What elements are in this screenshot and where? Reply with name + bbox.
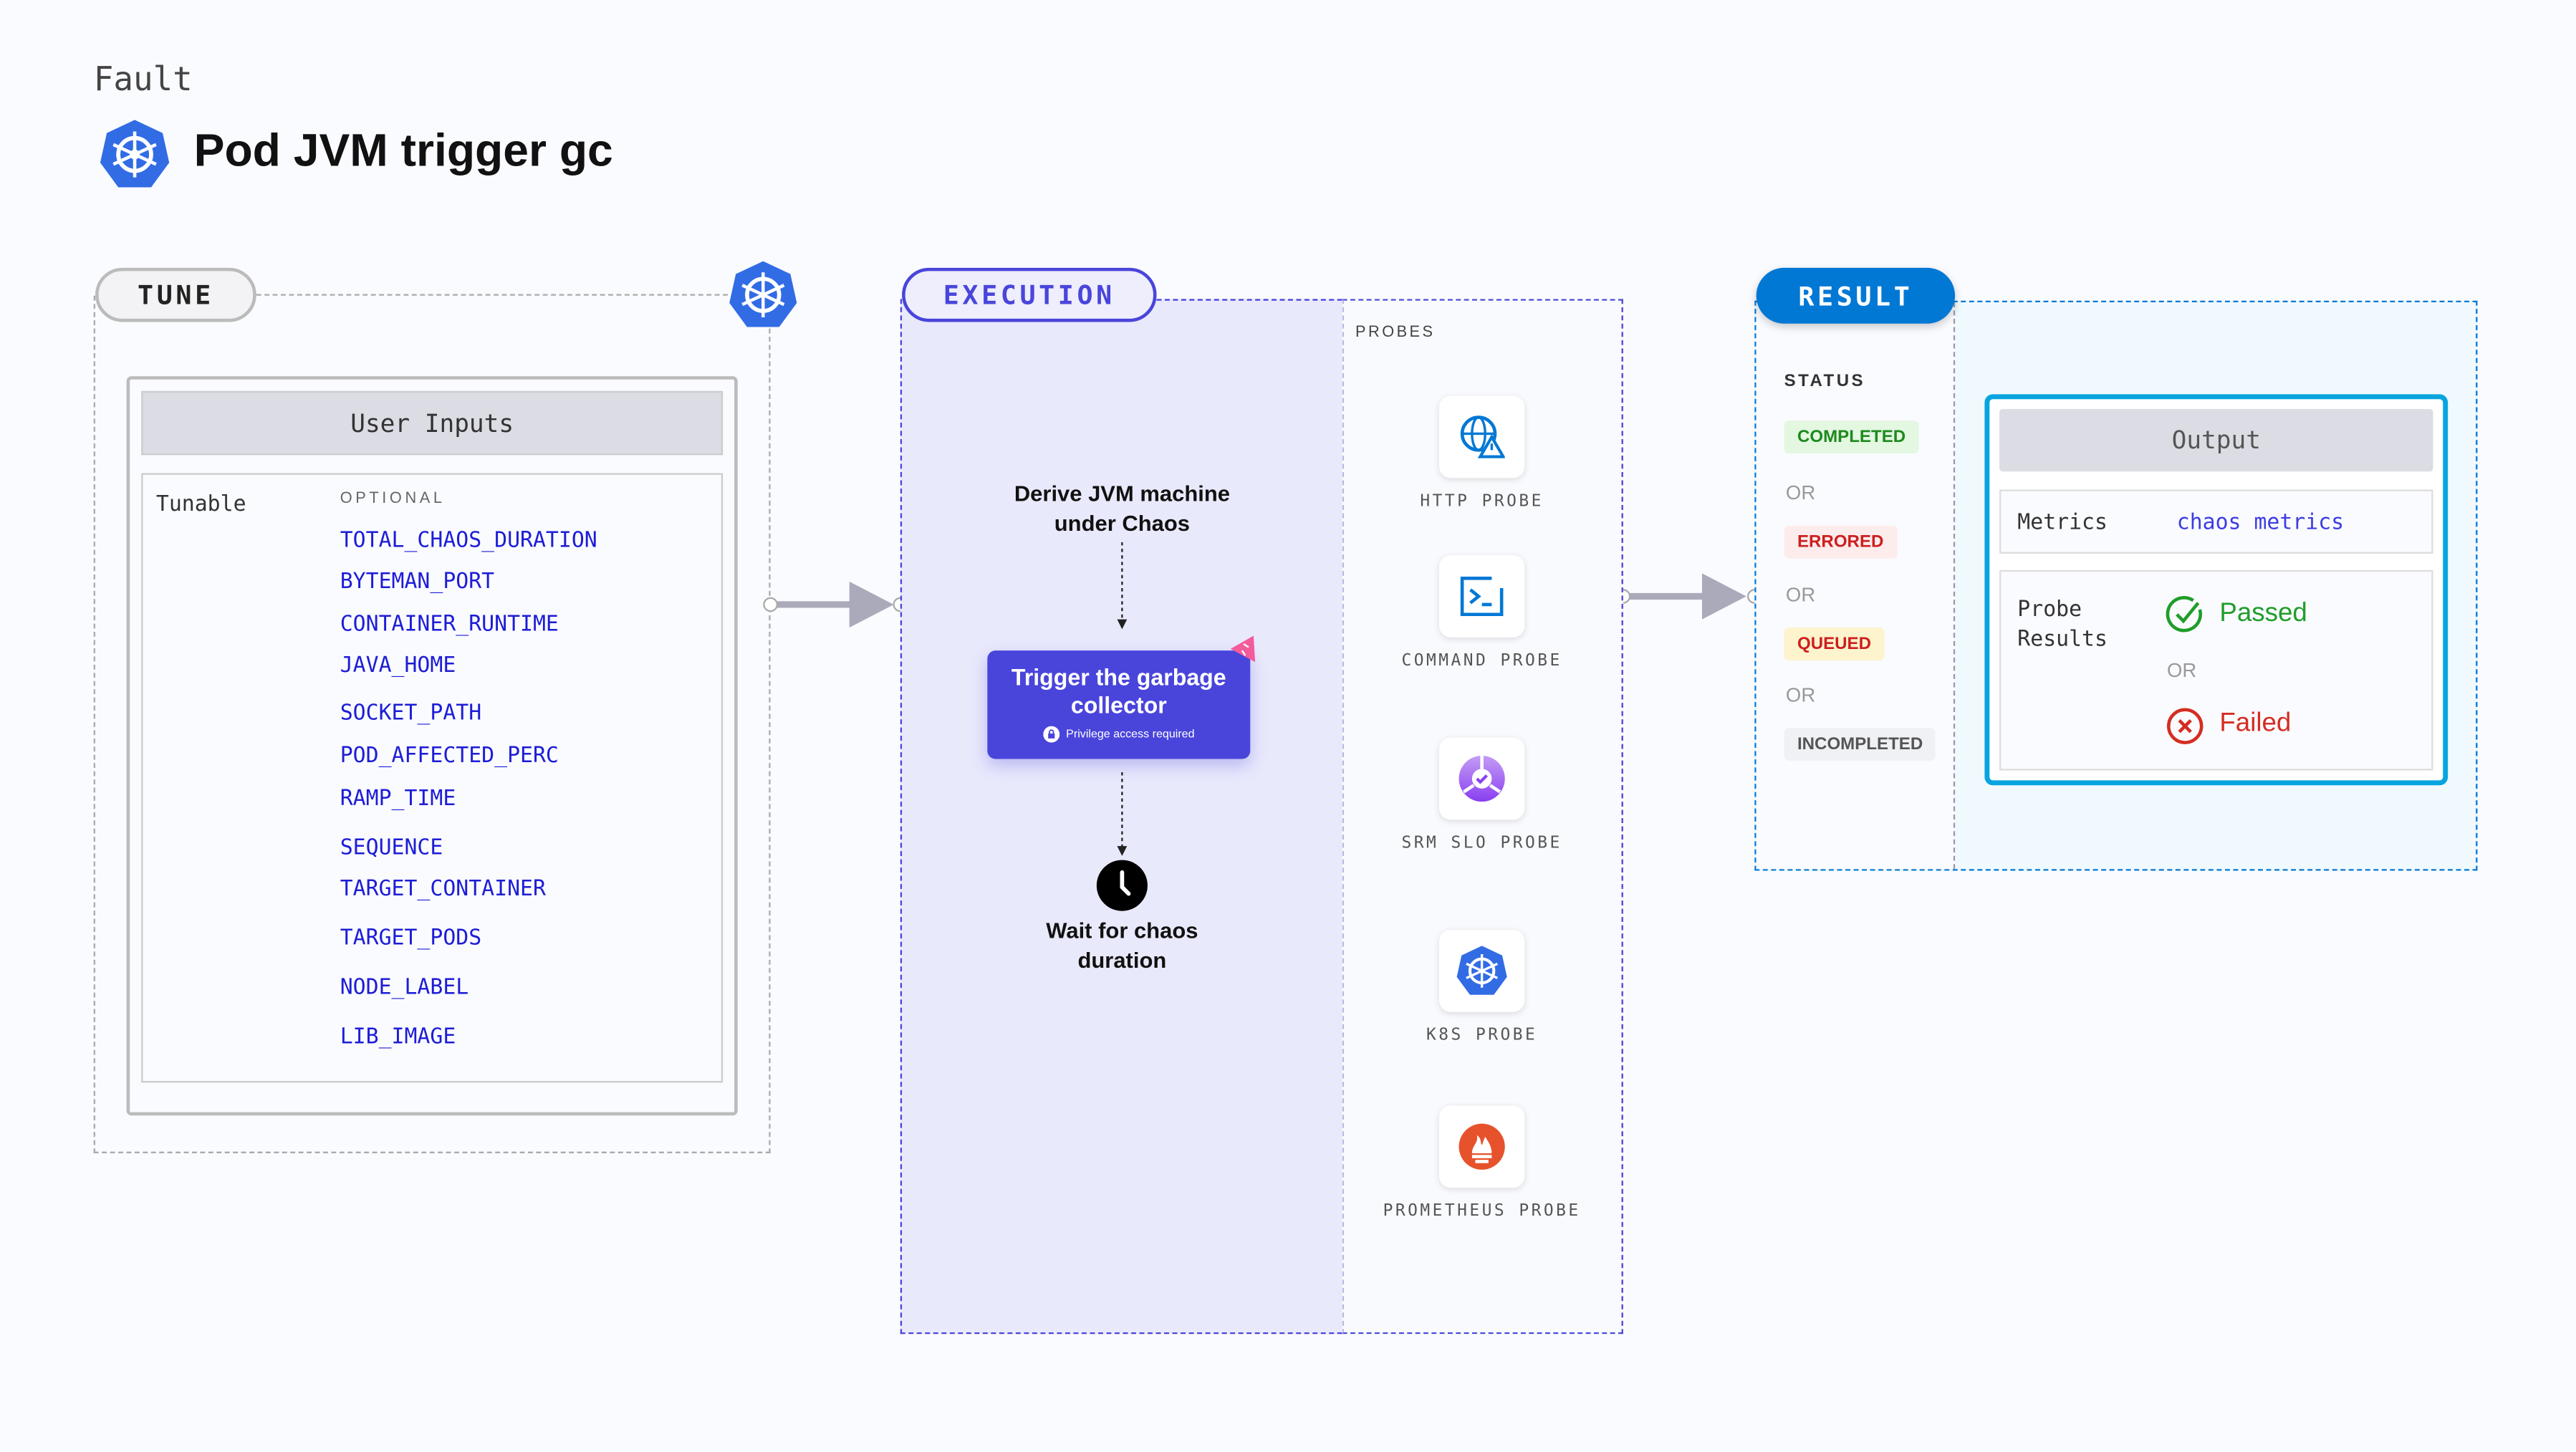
status-label: STATUS bbox=[1784, 371, 1866, 391]
tunable-label: Tunable bbox=[155, 493, 246, 518]
output-header: Output bbox=[1999, 409, 2433, 472]
tunable-box bbox=[141, 473, 724, 1083]
privilege-note: Privilege access required bbox=[1066, 729, 1195, 741]
execution-top-border bbox=[1156, 299, 1342, 301]
metrics-label: Metrics bbox=[2017, 511, 2108, 536]
dotted-connector bbox=[1117, 771, 1128, 856]
arrow-tune-to-execution bbox=[763, 581, 908, 628]
srm-slo-probe-label: SRM SLO PROBE bbox=[1401, 835, 1562, 853]
srm-slo-icon bbox=[1458, 755, 1505, 802]
param-item: BYTEMAN_PORT bbox=[340, 569, 495, 595]
probe-results-label: Probe Results bbox=[2017, 597, 2108, 653]
or-label: OR bbox=[1785, 481, 1816, 505]
command-probe-label: COMMAND PROBE bbox=[1401, 652, 1562, 670]
probe-results-row: Probe Results Passed OR Failed bbox=[1999, 569, 2433, 771]
param-item: CONTAINER_RUNTIME bbox=[340, 612, 559, 638]
status-badge-errored: ERRORED bbox=[1784, 525, 1897, 559]
tune-section bbox=[93, 295, 771, 1153]
param-item: TARGET_PODS bbox=[340, 926, 482, 951]
prometheus-probe-label: PROMETHEUS PROBE bbox=[1383, 1202, 1581, 1221]
category-label: Fault bbox=[93, 59, 193, 99]
param-item: RAMP_TIME bbox=[340, 787, 456, 812]
terminal-icon bbox=[1460, 576, 1504, 617]
kubernetes-logo-icon bbox=[100, 120, 170, 188]
http-probe-card[interactable] bbox=[1439, 395, 1525, 479]
param-item: SEQUENCE bbox=[340, 836, 443, 861]
step-wait-duration: Wait for chaos duration bbox=[1046, 918, 1198, 973]
or-label: OR bbox=[2166, 658, 2197, 682]
k8s-probe-card[interactable] bbox=[1439, 930, 1525, 1012]
prometheus-icon bbox=[1458, 1123, 1505, 1170]
step-trigger-gc-title: Trigger the garbage collector bbox=[1011, 663, 1226, 718]
or-label: OR bbox=[1785, 583, 1816, 607]
globe-warning-icon bbox=[1460, 415, 1505, 458]
metrics-value[interactable]: chaos metrics bbox=[2176, 511, 2345, 536]
prometheus-probe-card[interactable] bbox=[1439, 1105, 1525, 1188]
user-inputs-header: User Inputs bbox=[141, 390, 724, 456]
execution-steps-area bbox=[900, 299, 1342, 1335]
param-item: LIB_IMAGE bbox=[340, 1025, 456, 1050]
failed-label: Failed bbox=[2219, 709, 2292, 738]
http-probe-label: HTTP PROBE bbox=[1420, 493, 1544, 511]
user-inputs-panel bbox=[126, 376, 738, 1116]
srm-slo-probe-card[interactable] bbox=[1439, 737, 1525, 820]
probes-label: PROBES bbox=[1355, 323, 1436, 342]
param-item: TOTAL_CHAOS_DURATION bbox=[340, 529, 597, 554]
chaos-fault-icon bbox=[1230, 635, 1256, 663]
result-pill: RESULT bbox=[1756, 267, 1956, 324]
k8s-probe-label: K8S PROBE bbox=[1426, 1027, 1538, 1045]
param-item: JAVA_HOME bbox=[340, 653, 456, 679]
or-label: OR bbox=[1785, 683, 1816, 707]
dotted-connector bbox=[1117, 542, 1128, 630]
execution-pill: EXECUTION bbox=[902, 267, 1157, 322]
passed-label: Passed bbox=[2219, 600, 2307, 628]
param-item: TARGET_CONTAINER bbox=[340, 877, 546, 903]
lock-icon bbox=[1043, 726, 1059, 743]
step-trigger-gc-card: Trigger the garbage collector Privilege … bbox=[987, 650, 1251, 759]
status-badge-incompleted: INCOMPLETED bbox=[1784, 727, 1936, 761]
kubernetes-icon bbox=[1456, 946, 1507, 995]
clock-icon bbox=[1096, 860, 1148, 911]
step-derive-jvm: Derive JVM machine under Chaos bbox=[1014, 481, 1230, 536]
tune-top-border bbox=[256, 294, 728, 296]
param-item: SOCKET_PATH bbox=[340, 701, 482, 726]
status-badge-completed: COMPLETED bbox=[1784, 420, 1919, 453]
arrow-execution-to-result bbox=[1615, 573, 1762, 620]
status-column bbox=[1756, 302, 1956, 870]
check-circle-icon bbox=[2166, 596, 2203, 633]
page-title: Pod JVM trigger gc bbox=[193, 125, 613, 176]
optional-label: OPTIONAL bbox=[340, 489, 446, 508]
metrics-row: Metrics chaos metrics bbox=[1999, 489, 2433, 554]
command-probe-card[interactable] bbox=[1439, 555, 1525, 638]
status-badge-queued: QUEUED bbox=[1784, 628, 1885, 660]
x-circle-icon bbox=[2166, 708, 2203, 744]
kubernetes-icon bbox=[729, 261, 797, 327]
param-item: NODE_LABEL bbox=[340, 976, 469, 1001]
param-item: POD_AFFECTED_PERC bbox=[340, 744, 559, 769]
tune-pill: TUNE bbox=[95, 267, 256, 322]
